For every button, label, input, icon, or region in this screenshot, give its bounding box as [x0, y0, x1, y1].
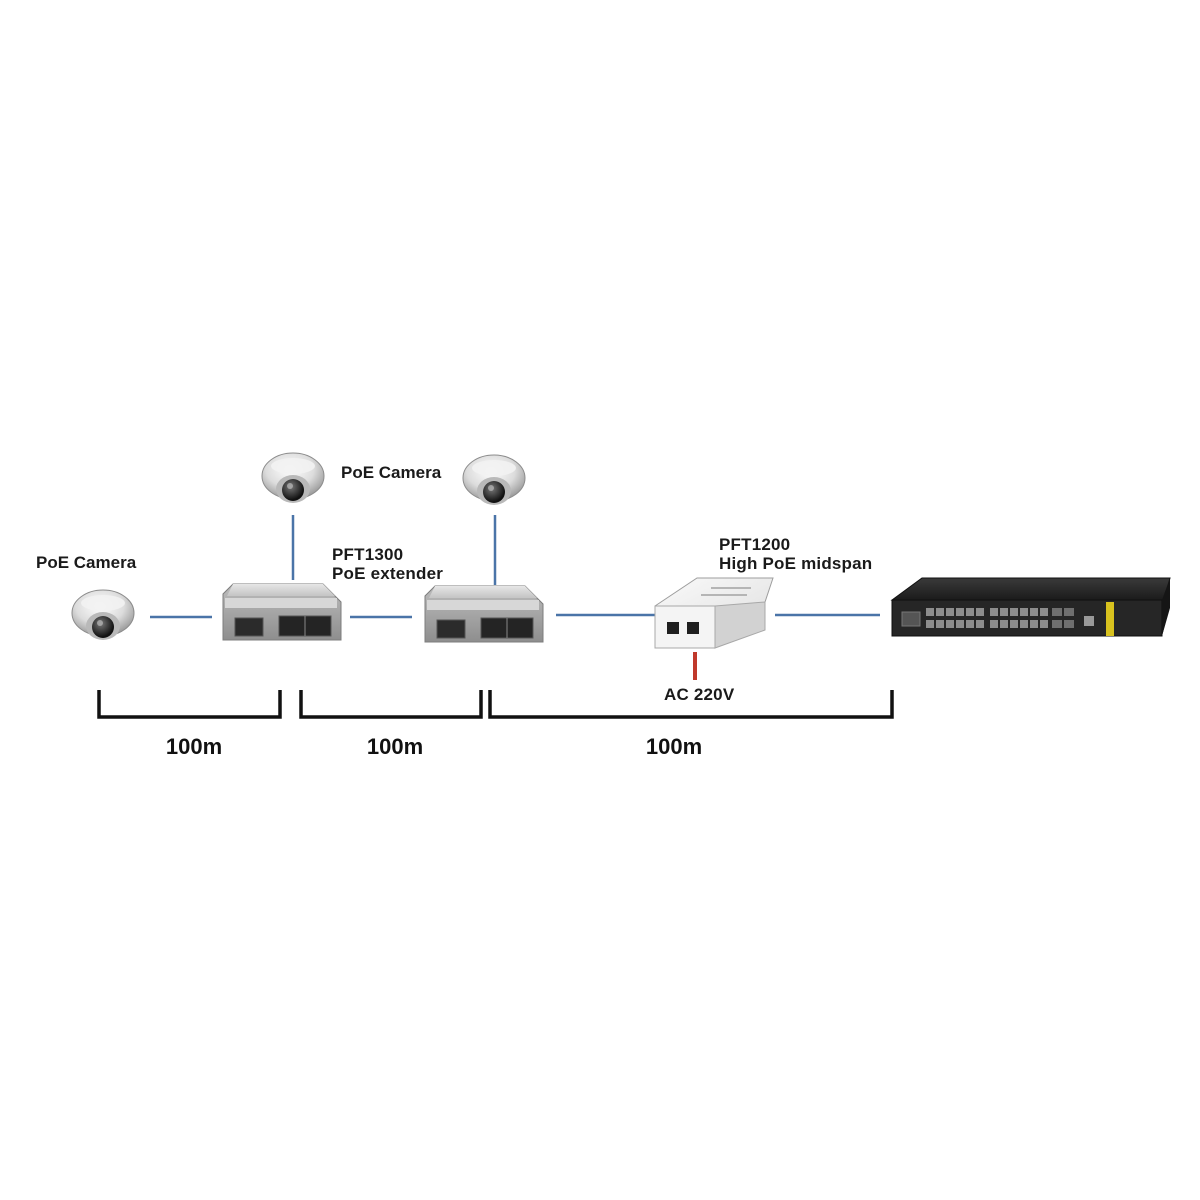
extender-label: PFT1300 PoE extender — [332, 545, 443, 583]
midspan-label: PFT1200 High PoE midspan — [719, 535, 872, 573]
extender-desc: PoE extender — [332, 564, 444, 584]
dome-camera-icon — [261, 452, 325, 503]
dome-camera-icon — [462, 454, 526, 505]
camera-left-label: PoE Camera — [36, 553, 137, 572]
link-cables — [150, 515, 880, 619]
midspan-desc: High PoE midspan — [719, 554, 873, 574]
distance-label-2: 100m — [366, 734, 424, 759]
power-input-label: AC 220V — [664, 685, 735, 704]
poe-extender-icon — [222, 583, 342, 641]
bracket-segment-3 — [488, 690, 894, 719]
extender-model: PFT1300 — [332, 545, 404, 564]
distance-label-3: 100m — [645, 734, 703, 759]
poe-extender-icon — [424, 585, 544, 643]
midspan-model: PFT1200 — [719, 535, 791, 554]
bracket-segment-1 — [97, 690, 282, 719]
distance-label-1: 100m — [165, 734, 223, 759]
bracket-segment-2 — [299, 690, 483, 719]
distance-brackets — [97, 690, 894, 719]
dome-camera-icon — [71, 589, 135, 640]
poe-midspan-icon — [654, 577, 774, 649]
camera-top-label: PoE Camera — [341, 463, 442, 482]
network-switch-icon — [890, 577, 1171, 637]
